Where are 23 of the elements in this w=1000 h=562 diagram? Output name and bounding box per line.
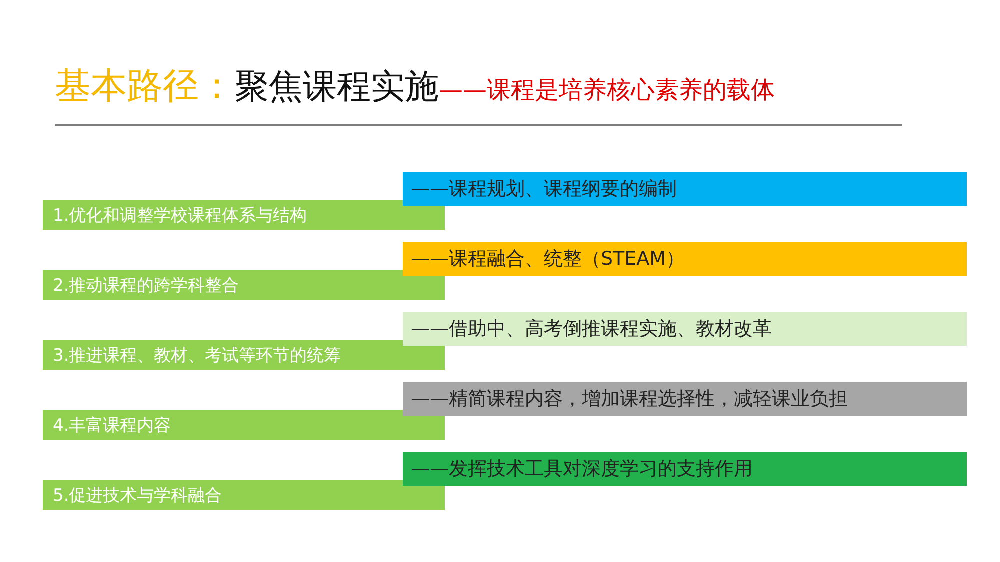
step-band	[43, 480, 445, 510]
heading-text: 聚焦课程实施	[235, 66, 439, 109]
step-band	[43, 410, 445, 440]
step-text: 5.促进技术与学科融合	[53, 484, 222, 506]
step-band	[43, 340, 445, 370]
heading-text: 基本路径：	[55, 65, 235, 109]
step-band	[43, 270, 445, 300]
step-text: 3.推进课程、教材、考试等环节的统筹	[53, 344, 342, 366]
subheading-text: ——课程是培养核心素养的载体	[439, 75, 775, 106]
detail-text: ——课程规划、课程纲要的编制	[411, 177, 677, 202]
detail-band	[403, 312, 967, 346]
detail-band	[403, 382, 967, 416]
detail-band	[403, 242, 967, 276]
detail-band	[403, 452, 967, 486]
step-band	[43, 200, 445, 230]
step-text: 1.优化和调整学校课程体系与结构	[53, 204, 308, 226]
detail-text: ——精简课程内容，增加课程选择性，减轻课业负担	[411, 387, 848, 412]
detail-text: ——发挥技术工具对深度学习的支持作用	[411, 457, 753, 482]
detail-text: ——课程融合、统整（STEAM）	[411, 247, 686, 272]
step-text: 4.丰富课程内容	[53, 414, 172, 436]
step-text: 2.推动课程的跨学科整合	[53, 274, 240, 296]
detail-band	[403, 172, 967, 206]
detail-text: ——借助中、高考倒推课程实施、教材改革	[411, 317, 772, 342]
